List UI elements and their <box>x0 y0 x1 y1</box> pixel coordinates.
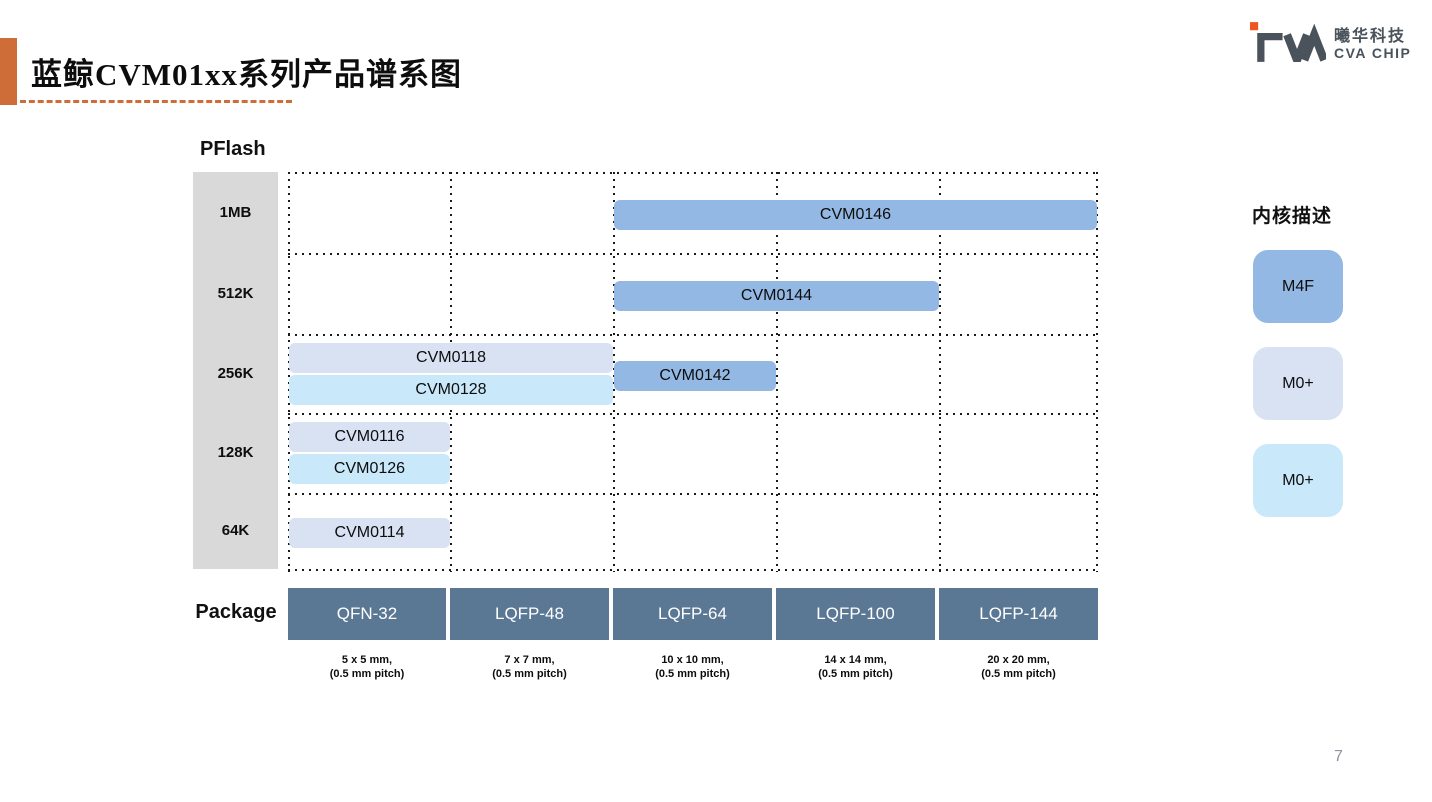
product-bar-cvm0116: CVM0116 <box>289 422 450 452</box>
pflash-row-label: 128K <box>217 444 254 461</box>
pflash-row-label: 256K <box>217 364 254 382</box>
page-number: 7 <box>1334 748 1343 765</box>
pflash-row-label: 512K <box>217 284 254 302</box>
legend-box-1: M4F <box>1253 250 1343 323</box>
grid-horizontal-line <box>288 569 1098 571</box>
x-axis-title: Package <box>195 601 277 623</box>
grid-horizontal-line <box>288 172 1098 174</box>
package-dimension: 20 x 20 mm,(0.5 mm pitch) <box>981 654 1056 680</box>
grid-horizontal-line <box>288 493 1098 495</box>
legend-title: 内核描述 <box>1252 206 1333 227</box>
logo-company-en: CVA CHIP <box>1334 44 1412 61</box>
company-logo: 曦华科技 CVA CHIP <box>1250 22 1411 72</box>
package-dimension: 14 x 14 mm,(0.5 mm pitch) <box>818 654 893 680</box>
grid-horizontal-line <box>288 413 1098 415</box>
pflash-row-label: 1MB <box>219 203 252 221</box>
y-axis-title: PFlash <box>200 138 266 160</box>
grid-vertical-line <box>939 172 941 572</box>
logo-text: 曦华科技 CVA CHIP <box>1334 28 1411 61</box>
package-cell-lqfp-144: LQFP-144 <box>939 588 1098 640</box>
product-bar-cvm0128: CVM0128 <box>289 375 613 405</box>
legend-box-2: M0+ <box>1253 347 1343 420</box>
package-cell-lqfp-48: LQFP-48 <box>450 588 609 640</box>
logo-company-cn: 曦华科技 <box>1334 28 1407 45</box>
package-cell-lqfp-100: LQFP-100 <box>776 588 935 640</box>
pflash-row-label: 64K <box>221 522 250 539</box>
product-bar-cvm0114: CVM0114 <box>289 518 450 548</box>
grid-vertical-line <box>1096 172 1098 572</box>
grid-vertical-line <box>776 172 778 572</box>
legend-box-3: M0+ <box>1253 444 1343 517</box>
package-dimension: 5 x 5 mm,(0.5 mm pitch) <box>329 654 405 680</box>
cva-logo-icon <box>1250 22 1328 72</box>
package-dimensions-row: 5 x 5 mm,(0.5 mm pitch) 7 x 7 mm,(0.5 mm … <box>288 653 1098 699</box>
package-cell-lqfp-64: LQFP-64 <box>613 588 772 640</box>
grid-vertical-line <box>288 172 290 572</box>
title-accent-bar <box>0 38 17 105</box>
title-underline <box>20 100 292 103</box>
product-bar-cvm0142: CVM0142 <box>614 361 776 391</box>
product-bar-cvm0146: CVM0146 <box>614 200 1097 230</box>
y-axis-column: 1MB 512K 256K 128K 64K <box>193 172 278 569</box>
package-dimension: 7 x 7 mm,(0.5 mm pitch) <box>492 654 567 680</box>
package-dimension: 10 x 10 mm,(0.5 mm pitch) <box>655 654 730 680</box>
grid-horizontal-line <box>288 334 1098 336</box>
page-title: 蓝鲸CVM01xx系列产品谱系图 <box>31 57 463 92</box>
grid-horizontal-line <box>288 253 1098 255</box>
product-bar-cvm0118: CVM0118 <box>289 343 613 373</box>
product-bar-cvm0126: CVM0126 <box>289 454 450 484</box>
package-cell-qfn-32: QFN-32 <box>288 588 446 640</box>
product-bar-cvm0144: CVM0144 <box>614 281 939 311</box>
